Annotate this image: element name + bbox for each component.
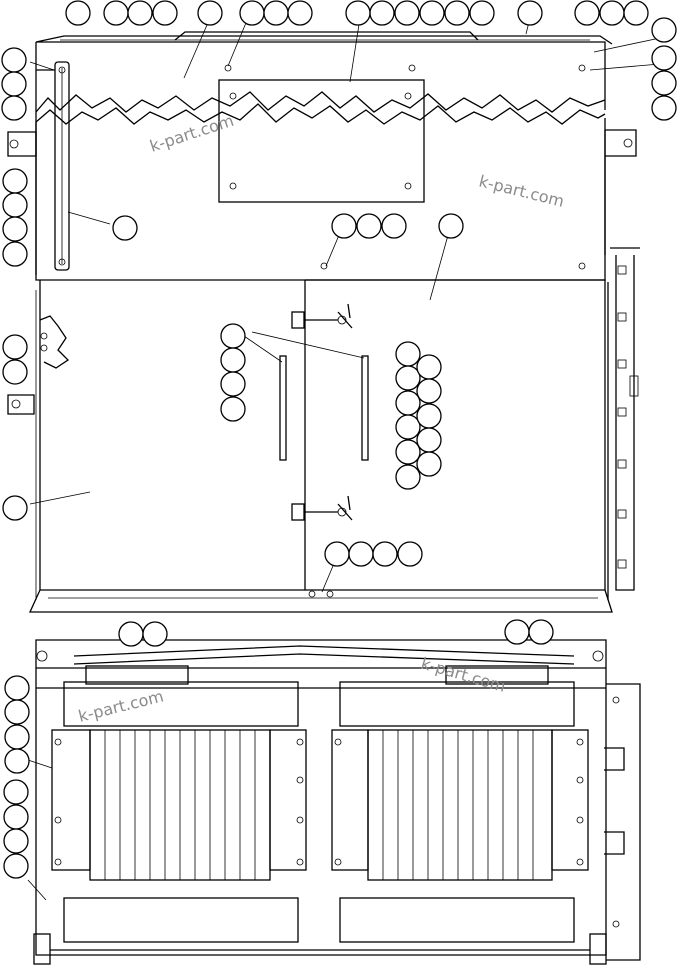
transformer-section (33, 639, 641, 965)
watermark: k-part.com (76, 686, 165, 726)
upper-cabinet (7, 31, 637, 281)
leader-lines (27, 17, 661, 901)
cabinet-doors (7, 247, 640, 613)
watermark: k-part.com (477, 171, 566, 211)
watermark: k-part.com (147, 111, 236, 156)
callout-balloons (1, 0, 677, 879)
